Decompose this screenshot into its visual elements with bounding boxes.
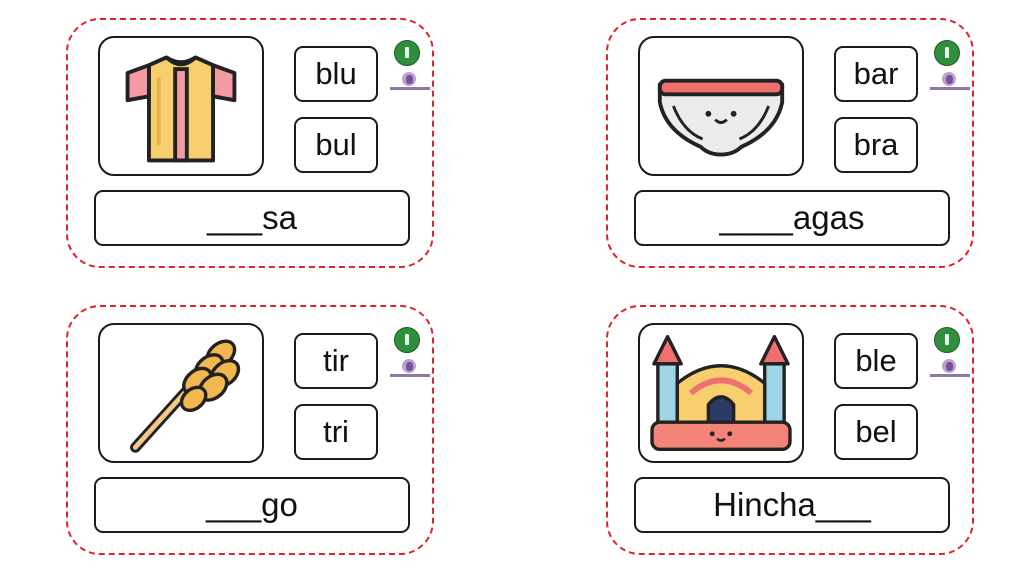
logo-icon (390, 359, 430, 381)
option-bul[interactable]: bul (294, 117, 378, 173)
underwear-image (638, 36, 804, 176)
option-tri[interactable]: tri (294, 404, 378, 460)
bouncy-castle-image (638, 323, 804, 463)
green-badge-icon (934, 40, 960, 66)
green-badge-icon (394, 40, 420, 66)
option-tir[interactable]: tir (294, 333, 378, 389)
word-blank: ___go (94, 477, 410, 533)
word-blank: ____agas (634, 190, 950, 246)
option-blu[interactable]: blu (294, 46, 378, 102)
green-badge-icon (934, 327, 960, 353)
card-trigo: tir tri ___go (66, 305, 434, 555)
blouse-image (98, 36, 264, 176)
option-bar[interactable]: bar (834, 46, 918, 102)
option-bra[interactable]: bra (834, 117, 918, 173)
option-bel[interactable]: bel (834, 404, 918, 460)
underwear-icon (657, 78, 785, 157)
card-blusa: blu bul ___sa (66, 18, 434, 268)
blouse-icon (125, 55, 237, 163)
logo-icon (930, 359, 970, 381)
green-badge-icon (394, 327, 420, 353)
word-blank: Hincha___ (634, 477, 950, 533)
card-hinchable: ble bel Hincha___ (606, 305, 974, 555)
word-blank: ___sa (94, 190, 410, 246)
card-bragas: bar bra ____agas (606, 18, 974, 268)
wheat-image (98, 323, 264, 463)
logo-icon (930, 72, 970, 94)
bouncy-castle-icon (650, 334, 792, 452)
wheat-icon (129, 339, 241, 453)
logo-icon (390, 72, 430, 94)
option-ble[interactable]: ble (834, 333, 918, 389)
